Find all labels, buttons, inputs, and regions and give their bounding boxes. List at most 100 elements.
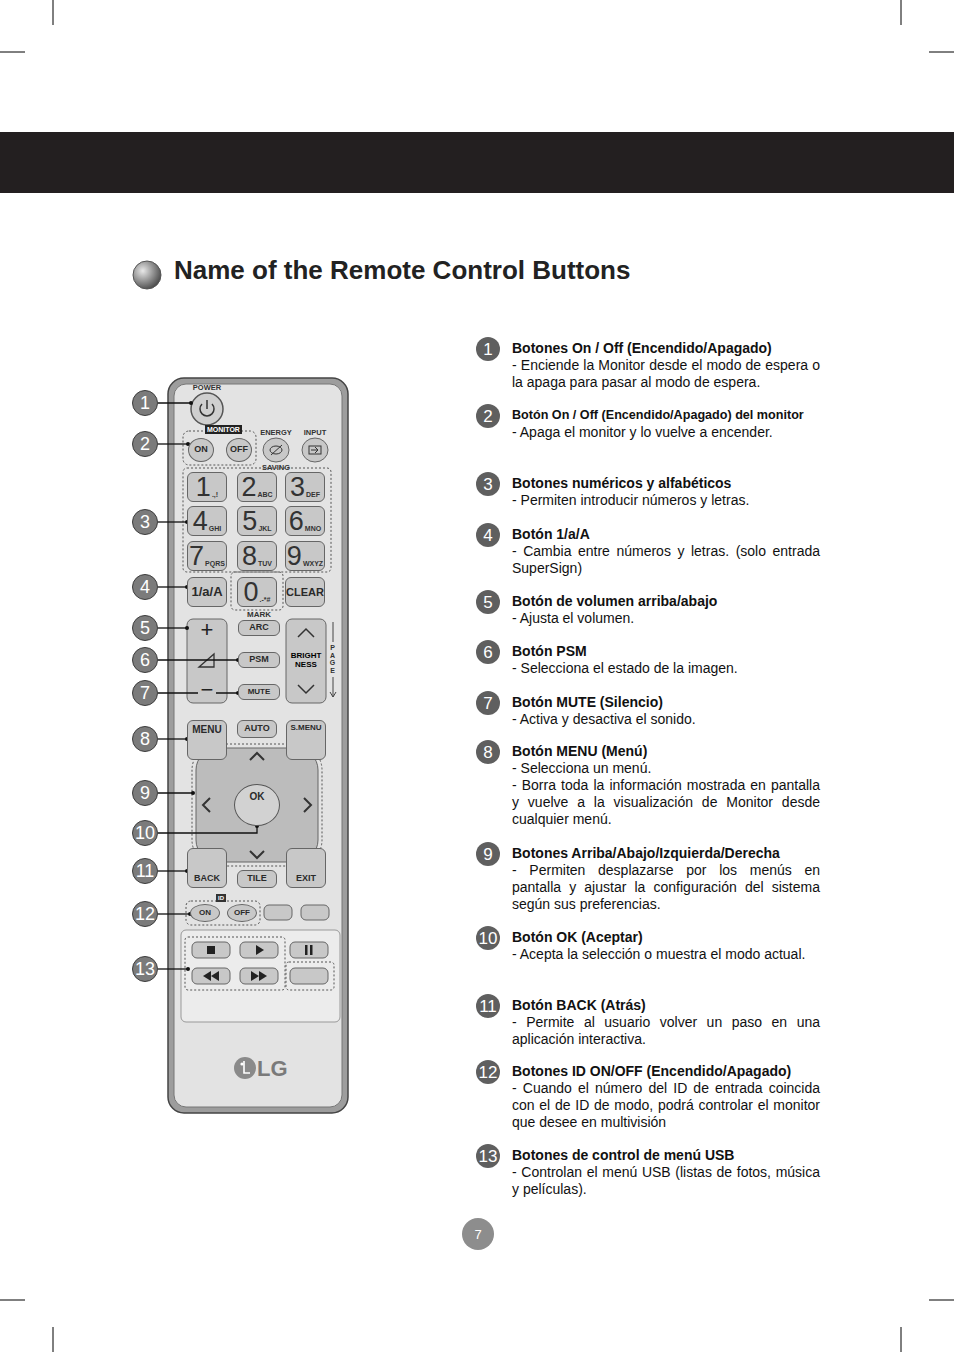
button-label: 10 <box>479 930 498 947</box>
number-key: 5JKL <box>237 506 277 536</box>
leader-line <box>158 627 187 628</box>
page-label: PAGE <box>329 644 336 675</box>
psm-button: PSM <box>238 652 280 668</box>
id-tag: ID <box>216 894 226 902</box>
button-label: 8 <box>242 543 257 569</box>
mute-button: MUTE <box>238 684 280 700</box>
button-label: 9 <box>140 784 150 802</box>
button-label: 2 <box>483 408 492 425</box>
number-key: 0.-*# <box>237 577 277 607</box>
button-label: 6 <box>483 644 492 661</box>
leader-line <box>158 913 190 914</box>
button-label: GHI <box>209 524 221 534</box>
leader-dot <box>189 401 193 405</box>
item-heading: Botón de volumen arriba/abajo <box>512 593 820 610</box>
button-label: INPUT <box>304 428 327 437</box>
button-label: JKL <box>258 524 271 534</box>
monitor-on-button: ON <box>188 438 214 462</box>
menu-button: MENU <box>187 720 227 760</box>
number-key: 2ABC <box>237 472 277 502</box>
item-description: - Permite al usuario volver un paso en u… <box>512 1014 820 1048</box>
callout-number: 9 <box>132 780 158 806</box>
description-item: Botones de control de menú USB- Controla… <box>512 1147 820 1198</box>
item-description: - Cambia entre números y letras. (solo e… <box>512 543 820 577</box>
clear-button: CLEAR <box>285 577 325 607</box>
button-label: MENU <box>192 724 221 735</box>
item-heading: Botones ID ON/OFF (Encendido/Apagado) <box>512 1063 820 1080</box>
monitor-off-button: OFF <box>226 438 252 462</box>
callout-number: 4 <box>132 574 158 600</box>
button-label: 2 <box>241 474 256 500</box>
item-heading: Botones On / Off (Encendido/Apagado) <box>512 340 820 357</box>
item-description: - Permiten introducir números y letras. <box>512 492 820 509</box>
mark-label: MARK <box>247 610 271 619</box>
button-label: 3 <box>290 474 305 500</box>
button-label: 5 <box>483 594 492 611</box>
button-label: PSM <box>249 655 269 665</box>
button-label: 1 <box>483 341 492 358</box>
item-description: - Borra toda la información mostrada en … <box>512 777 820 828</box>
button-label: 2 <box>140 435 150 453</box>
button-label: OK <box>250 791 265 802</box>
callout-number: 2 <box>132 431 158 457</box>
button-label: 5 <box>140 619 150 637</box>
number-key: 3DEF <box>285 472 325 502</box>
description-item: Botones On / Off (Encendido/Apagado)- En… <box>512 340 820 391</box>
callout-number: 3 <box>132 509 158 535</box>
button-label: 6 <box>289 508 304 534</box>
item-description: - Permiten desplazarse por los menús en … <box>512 862 820 913</box>
description-item: Botones numéricos y alfabéticos- Permite… <box>512 475 820 509</box>
description-item: Botón PSM- Selecciona el estado de la im… <box>512 643 820 677</box>
button-label: LG <box>257 1056 288 1082</box>
ok-button: OK <box>234 784 280 826</box>
button-label: 12 <box>479 1064 498 1081</box>
id-on-button: ON <box>190 904 220 922</box>
monitor-tag: MONITOR <box>205 425 242 434</box>
item-number: 1 <box>476 337 500 361</box>
button-label: 4 <box>140 578 150 596</box>
input-button: INPUT <box>302 438 328 462</box>
button-label: AUTO <box>244 724 269 734</box>
leader-line <box>158 586 187 587</box>
button-label: .-*# <box>260 595 271 605</box>
exit-button: EXIT <box>286 848 326 888</box>
button-label: ON <box>194 445 208 455</box>
item-heading: Botones de control de menú USB <box>512 1147 820 1164</box>
item-number: 7 <box>476 691 500 715</box>
button-label: S.MENU <box>290 724 321 733</box>
leader-line <box>158 402 191 403</box>
callout-number: 5 <box>132 615 158 641</box>
item-number: 10 <box>476 926 500 950</box>
item-heading: Botón MUTE (Silencio) <box>512 694 820 711</box>
button-label: MUTE <box>248 688 271 697</box>
leader-line <box>158 521 187 522</box>
button-label: 0 <box>244 579 259 605</box>
button-label: DEF <box>306 490 320 500</box>
description-item: Botón 1/a/A- Cambia entre números y letr… <box>512 526 820 577</box>
button-label: 9 <box>483 846 492 863</box>
item-description: - Selecciona un menú. <box>512 760 820 777</box>
button-label: 7 <box>483 695 492 712</box>
button-label: 3 <box>140 513 150 531</box>
button-label: 7 <box>189 543 204 569</box>
page-title: Name of the Remote Control Buttons <box>174 255 630 286</box>
item-description: - Ajusta el volumen. <box>512 610 820 627</box>
leader-dot <box>185 626 189 630</box>
button-label: TUV <box>258 559 272 569</box>
id-off-button: OFF <box>227 904 257 922</box>
description-item: Botón BACK (Atrás)- Permite al usuario v… <box>512 997 820 1048</box>
leader-line <box>158 826 257 833</box>
description-item: Botón MENU (Menú)- Selecciona un menú.- … <box>512 743 820 828</box>
number-key: 1.,! <box>187 472 227 502</box>
button-label: 12 <box>135 905 155 923</box>
item-number: 4 <box>476 523 500 547</box>
power-button: POWER <box>191 393 223 425</box>
button-label: EXIT <box>296 874 316 884</box>
button-label: 10 <box>135 824 155 842</box>
number-key: 8TUV <box>237 541 277 571</box>
item-number: 12 <box>476 1060 500 1084</box>
button-label: 4 <box>483 527 492 544</box>
item-heading: Botón 1/a/A <box>512 526 820 543</box>
description-item: Botón MUTE (Silencio)- Activa y desactiv… <box>512 694 820 728</box>
auto-button: AUTO <box>237 720 277 738</box>
